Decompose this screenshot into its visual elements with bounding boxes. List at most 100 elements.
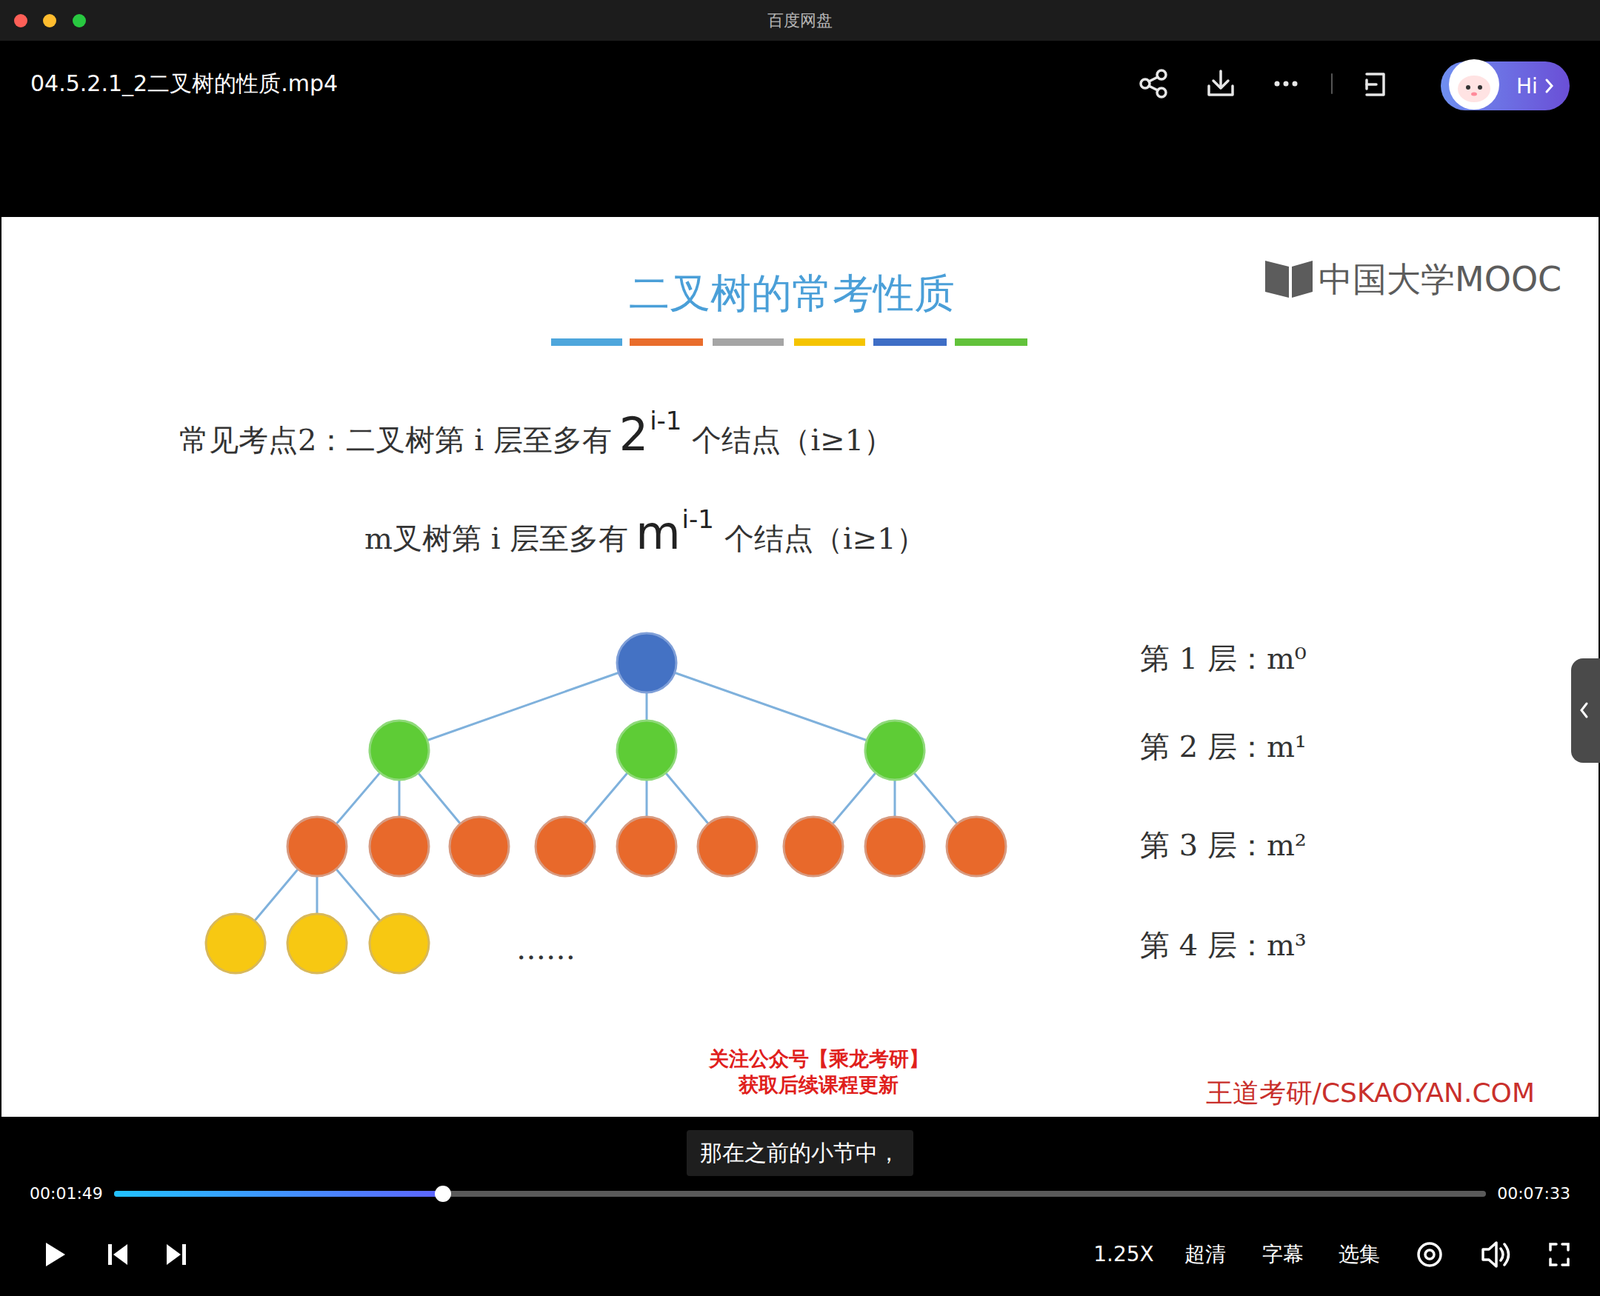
volume-icon-part <box>1504 1244 1509 1266</box>
formula-exponent: i-1 <box>649 408 682 434</box>
volume-icon-part <box>1500 1248 1503 1261</box>
tree-node-circles-part <box>617 817 677 877</box>
mooc-logo-part <box>1291 260 1313 298</box>
progress-bar-part <box>114 1191 1486 1198</box>
watermark: 王道考研/CSKAOYAN.COM <box>1205 1077 1535 1109</box>
title-bar-part <box>72 14 86 28</box>
tree-node-circles-part <box>205 914 266 974</box>
settings-icon <box>1418 1243 1441 1266</box>
progress-bar-part <box>434 1185 452 1203</box>
ellipsis: …… <box>516 931 576 966</box>
watermark: 获取后续课程更新 <box>738 1073 899 1097</box>
progress-bar <box>114 1185 1486 1203</box>
subtitle-button: 字幕 <box>1262 1242 1304 1267</box>
speed-button: 1.25X <box>1093 1242 1155 1267</box>
separator <box>1331 74 1333 94</box>
more-icon-part <box>1292 81 1298 87</box>
assistant-button-part <box>1465 85 1471 90</box>
title-bar-part <box>14 14 28 28</box>
level-label: 第 4 层：m³ <box>1140 928 1307 963</box>
mooc-logo-part <box>1265 260 1289 298</box>
pin-icon-part <box>1366 82 1377 86</box>
total-time: 00:07:33 <box>1497 1184 1571 1203</box>
formula-base: m <box>635 510 680 557</box>
subtitle-box: 那在之前的小节中， <box>686 1130 914 1177</box>
current-time: 00:01:49 <box>29 1184 103 1203</box>
file-name: 04.5.2.1_2二叉树的性质.mp4 <box>30 71 338 98</box>
volume-icon-part <box>1482 1242 1497 1267</box>
level-label: 第 3 层：m² <box>1140 828 1307 863</box>
progress-bar-part <box>114 1191 443 1198</box>
assistant-button: Hi <box>1440 61 1570 111</box>
fullscreen-icon-part <box>1550 1259 1557 1266</box>
title-color-bars <box>551 338 1028 346</box>
mooc-logo <box>1265 260 1313 298</box>
more-icon-part <box>1283 81 1289 87</box>
toolbar-icons <box>1140 70 1384 98</box>
fullscreen-icon-part <box>1550 1244 1557 1251</box>
assistant-button-part <box>1546 80 1552 92</box>
property-text: 个结点（i≥1） <box>724 523 926 554</box>
control-icons <box>45 1242 1569 1267</box>
tree-node-circles-part <box>369 720 429 780</box>
settings-icon-part <box>1425 1250 1435 1260</box>
property-text: m叉树第 i 层至多有 <box>364 523 629 554</box>
fullscreen-icon-part <box>1562 1259 1569 1266</box>
tree-edges-part <box>646 662 895 751</box>
level-label: 第 2 层：m¹ <box>1140 729 1307 764</box>
play-icon <box>45 1242 66 1267</box>
tree-node-circles <box>205 633 1006 974</box>
tree-edges-part <box>399 662 647 751</box>
tree-node-circles-part <box>535 817 595 877</box>
next-icon-part <box>166 1244 181 1266</box>
quality-button: 超清 <box>1184 1242 1226 1267</box>
tree-node-circles-part <box>617 720 677 780</box>
assistant-button-part <box>1471 92 1478 97</box>
assistant-button-part <box>1448 59 1500 110</box>
previous-icon-part <box>113 1244 128 1266</box>
previous-icon <box>108 1244 128 1266</box>
more-icon <box>1274 81 1298 87</box>
tree-node-circles-part <box>697 817 758 877</box>
tree-node-circles-part <box>369 914 429 974</box>
property-text: 常见考点2：二叉树第 i 层至多有 <box>179 425 612 455</box>
pin-icon-part <box>1365 80 1369 89</box>
logo-text: 中国大学MOOC <box>1318 260 1562 300</box>
pin-icon <box>1366 74 1384 95</box>
tree-node-circles-part <box>783 817 843 877</box>
title-color-bars-part <box>873 338 947 346</box>
title-bar <box>0 0 1600 41</box>
pin-icon-part <box>1366 74 1384 95</box>
previous-icon-part <box>108 1244 112 1266</box>
share-icon-part <box>1148 85 1158 91</box>
slide-title: 二叉树的常考性质 <box>628 270 955 318</box>
level-label: 第 1 层：m⁰ <box>1140 641 1307 676</box>
node-text: Hi <box>1516 74 1538 99</box>
tree-node-circles-part <box>865 817 925 877</box>
assistant-button-part <box>1457 75 1491 103</box>
download-icon-part <box>1213 80 1229 89</box>
property-text: 个结点（i≥1） <box>691 425 894 455</box>
tree-edges <box>235 662 977 944</box>
tree-node-circles-part <box>287 817 347 877</box>
assistant-button <box>1440 59 1570 111</box>
side-tab <box>1571 658 1600 763</box>
title-color-bars-part <box>954 338 1028 346</box>
slide <box>1 217 1599 1118</box>
tree-node-circles-part <box>369 817 429 877</box>
title-color-bars-part <box>629 338 703 346</box>
download-icon <box>1208 71 1233 95</box>
slide-part <box>1 217 1599 1118</box>
formula-exponent: i-1 <box>682 506 715 532</box>
share-icon-part <box>1148 77 1158 82</box>
watermark: 关注公众号【乘龙考研】 <box>708 1047 929 1071</box>
episode-button: 选集 <box>1338 1242 1380 1267</box>
download-icon-part <box>1219 71 1223 88</box>
share-icon <box>1140 70 1166 98</box>
tree-node-circles-part <box>865 720 925 780</box>
download-icon-part <box>1208 85 1233 95</box>
next-icon-part <box>182 1244 186 1266</box>
title-color-bars-part <box>794 338 866 346</box>
fullscreen-icon-part <box>1562 1244 1569 1251</box>
